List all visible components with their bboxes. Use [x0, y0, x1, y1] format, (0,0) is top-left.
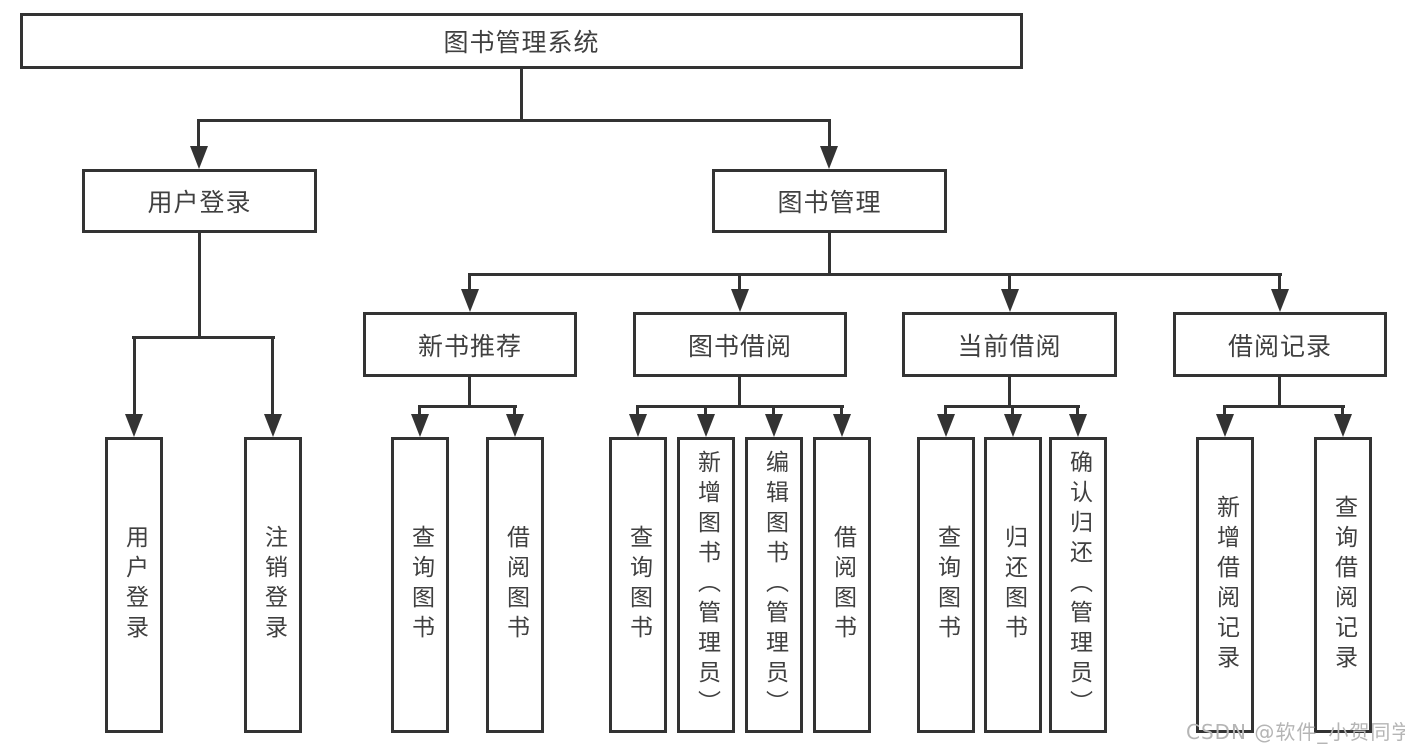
arrow-down-icon	[937, 414, 955, 437]
connector-line	[944, 405, 947, 418]
node-borrow-records: 借阅记录	[1173, 312, 1387, 377]
connector-line	[636, 405, 844, 408]
connector-line	[828, 233, 831, 276]
connector-line	[636, 405, 639, 418]
connector-line	[133, 336, 136, 418]
arrow-down-icon	[820, 146, 838, 169]
arrow-down-icon	[1069, 414, 1087, 437]
connector-line	[1223, 405, 1345, 408]
node-label: 借阅记录	[1227, 331, 1332, 361]
node-book-management: 图书管理	[712, 169, 947, 233]
leaf-return-books: 归还图书	[984, 437, 1042, 733]
connector-line	[197, 119, 831, 122]
node-user-login: 用户登录	[82, 169, 317, 233]
leaf-edit-books-admin: 编辑图书（管理员）	[745, 437, 803, 733]
node-label: 查询图书	[625, 525, 652, 645]
connector-line	[840, 405, 843, 418]
leaf-user-login: 用户登录	[105, 437, 163, 733]
arrow-down-icon	[411, 414, 429, 437]
leaf-borrow-books: 借阅图书	[813, 437, 871, 733]
node-label: 当前借阅	[957, 331, 1062, 361]
node-label: 用户登录	[147, 188, 252, 217]
leaf-query-books-current: 查询图书	[917, 437, 975, 733]
connector-line	[468, 377, 471, 408]
connector-line	[513, 405, 516, 418]
leaf-add-books-admin: 新增图书（管理员）	[677, 437, 735, 733]
connector-line	[738, 377, 741, 408]
leaf-query-books-recommend: 查询图书	[391, 437, 449, 733]
node-label: 查询借阅记录	[1330, 495, 1357, 675]
node-label: 注销登录	[260, 525, 287, 645]
node-label: 新增图书（管理员）	[693, 450, 720, 720]
arrow-down-icon	[1004, 414, 1022, 437]
connector-line	[1076, 405, 1079, 418]
connector-line	[1278, 377, 1281, 408]
node-book-borrowing: 图书借阅	[633, 312, 847, 377]
node-label: 新增借阅记录	[1212, 495, 1239, 675]
connector-line	[468, 273, 471, 293]
arrow-down-icon	[1216, 414, 1234, 437]
node-label: 查询图书	[933, 525, 960, 645]
node-label: 确认归还（管理员）	[1065, 450, 1092, 720]
connector-line	[1008, 377, 1011, 408]
arrow-down-icon	[461, 289, 479, 312]
leaf-query-books-borrowing: 查询图书	[609, 437, 667, 733]
node-label: 归还图书	[1000, 525, 1027, 645]
arrow-down-icon	[731, 289, 749, 312]
connector-line	[1011, 405, 1014, 418]
arrow-down-icon	[765, 414, 783, 437]
arrow-down-icon	[506, 414, 524, 437]
arrow-down-icon	[833, 414, 851, 437]
arrow-down-icon	[629, 414, 647, 437]
connector-line	[1008, 273, 1011, 293]
arrow-down-icon	[697, 414, 715, 437]
node-library-system: 图书管理系统	[20, 13, 1023, 69]
connector-line	[772, 405, 775, 418]
connector-line	[197, 119, 200, 152]
connector-line	[271, 336, 274, 418]
connector-line	[828, 119, 831, 152]
node-label: 图书管理	[777, 188, 882, 217]
connector-line	[468, 273, 1282, 276]
leaf-add-borrow-record: 新增借阅记录	[1196, 437, 1254, 733]
node-current-borrowing: 当前借阅	[902, 312, 1117, 377]
connector-line	[418, 405, 517, 408]
arrow-down-icon	[190, 146, 208, 169]
arrow-down-icon	[264, 414, 282, 437]
arrow-down-icon	[1334, 414, 1352, 437]
arrow-down-icon	[125, 414, 143, 437]
connector-line	[520, 69, 523, 122]
connector-line	[198, 233, 201, 339]
node-new-book-recommend: 新书推荐	[363, 312, 577, 377]
arrow-down-icon	[1271, 289, 1289, 312]
arrow-down-icon	[1001, 289, 1019, 312]
leaf-query-borrow-record: 查询借阅记录	[1314, 437, 1372, 733]
leaf-borrow-books-recommend: 借阅图书	[486, 437, 544, 733]
connector-line	[738, 273, 741, 293]
connector-line	[132, 336, 275, 339]
node-label: 用户登录	[121, 525, 148, 645]
connector-line	[1341, 405, 1344, 418]
leaf-confirm-return-admin: 确认归还（管理员）	[1049, 437, 1107, 733]
node-label: 新书推荐	[417, 331, 522, 361]
node-label: 编辑图书（管理员）	[761, 450, 788, 720]
node-label: 借阅图书	[502, 525, 529, 645]
connector-line	[1278, 273, 1281, 293]
connector-line	[1223, 405, 1226, 418]
connector-line	[704, 405, 707, 418]
connector-line	[418, 405, 421, 418]
leaf-logout-login: 注销登录	[244, 437, 302, 733]
node-label: 查询图书	[407, 525, 434, 645]
csdn-watermark: CSDN @软件_小贺同学	[1186, 720, 1405, 744]
node-label: 借阅图书	[829, 525, 856, 645]
node-label: 图书管理系统	[443, 28, 600, 57]
node-label: 图书借阅	[687, 331, 792, 361]
